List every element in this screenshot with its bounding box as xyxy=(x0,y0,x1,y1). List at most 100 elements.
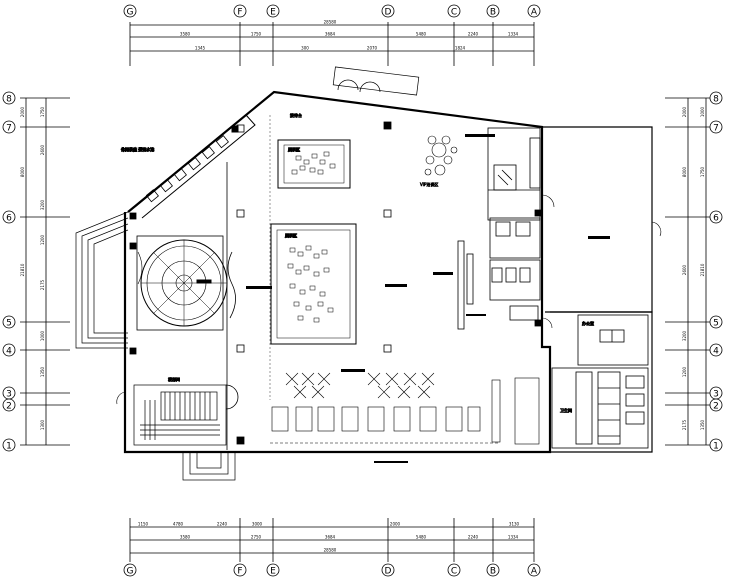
svg-text:2: 2 xyxy=(713,402,719,412)
bottom-axis-bubbles: G F E D C B A xyxy=(123,563,541,577)
svg-text:2750: 2750 xyxy=(251,535,262,540)
svg-text:1300: 1300 xyxy=(40,419,45,430)
svg-text:4780: 4780 xyxy=(173,522,184,527)
top-axis-bubbles: G F E D C B A xyxy=(123,4,541,18)
svg-text:C: C xyxy=(451,567,457,577)
svg-text:B: B xyxy=(490,567,496,577)
svg-text:8000: 8000 xyxy=(20,166,25,177)
svg-text:1750: 1750 xyxy=(700,166,705,177)
svg-text:1334: 1334 xyxy=(508,32,519,37)
svg-text:D: D xyxy=(385,567,392,577)
svg-text:2175: 2175 xyxy=(40,279,45,290)
axis-bubble-right-3: 3 xyxy=(709,386,723,400)
svg-text:2240: 2240 xyxy=(468,32,479,37)
svg-text:F: F xyxy=(237,567,242,577)
left-dimension-texts: 2000 8000 21810 1750 2600 3200 1200 2175… xyxy=(20,106,45,430)
svg-text:A: A xyxy=(531,567,538,577)
east-annex: 卫生间 办公室 xyxy=(551,314,649,449)
axis-bubble-left-6: 6 xyxy=(2,210,16,224)
svg-text:5480: 5480 xyxy=(416,32,427,37)
door-swings xyxy=(116,194,662,405)
svg-text:G: G xyxy=(127,8,134,18)
axis-bubble-top-G: G xyxy=(123,4,137,18)
left-dimension-system xyxy=(20,97,70,446)
west-terrace xyxy=(75,211,129,349)
svg-text:3684: 3684 xyxy=(325,32,336,37)
svg-text:卫生间: 卫生间 xyxy=(560,407,572,413)
svg-text:8000: 8000 xyxy=(682,166,687,177)
svg-text:1200: 1200 xyxy=(40,234,45,245)
svg-text:8: 8 xyxy=(6,95,12,105)
garden-label: 休闲茶座 景观水池 xyxy=(121,146,154,152)
svg-text:2175: 2175 xyxy=(682,419,687,430)
svg-text:1350: 1350 xyxy=(40,366,45,377)
axis-bubble-right-4: 4 xyxy=(709,343,723,357)
right-dimension-texts: 2000 8000 2600 3200 1200 2175 21810 1750… xyxy=(682,106,705,430)
diagonal-display-strip: 休闲茶座 景观水池 xyxy=(121,114,256,219)
svg-text:3000: 3000 xyxy=(252,522,263,527)
bottom-dimension-system xyxy=(129,518,535,562)
svg-text:1750: 1750 xyxy=(40,106,45,117)
axis-bubble-left-4: 4 xyxy=(2,343,16,357)
axis-bubble-right-6: 6 xyxy=(709,210,723,224)
svg-text:3580: 3580 xyxy=(180,535,191,540)
vip-lounge: VIP洽谈区 xyxy=(420,135,458,187)
svg-text:F: F xyxy=(237,8,242,18)
svg-text:1345: 1345 xyxy=(195,46,206,51)
axis-bubble-bottom-G: G xyxy=(123,563,137,577)
svg-text:2600: 2600 xyxy=(682,264,687,275)
svg-text:7: 7 xyxy=(713,124,719,134)
axis-bubble-left-5: 5 xyxy=(2,315,16,329)
svg-text:1824: 1824 xyxy=(455,46,466,51)
svg-text:3684: 3684 xyxy=(325,535,336,540)
axis-bubble-top-C: C xyxy=(447,4,461,18)
svg-text:1350: 1350 xyxy=(700,419,705,430)
svg-text:5: 5 xyxy=(6,319,12,329)
north-entry: 接待台 xyxy=(290,66,420,118)
svg-text:4: 4 xyxy=(6,347,12,357)
svg-text:3130: 3130 xyxy=(509,522,520,527)
svg-text:300: 300 xyxy=(301,46,309,51)
svg-text:展示区: 展示区 xyxy=(285,232,297,238)
west-staircase: 楼梯间 xyxy=(133,376,239,446)
svg-text:1334: 1334 xyxy=(508,535,519,540)
annotation-bars xyxy=(246,134,610,463)
svg-text:2: 2 xyxy=(6,402,12,412)
svg-text:21810: 21810 xyxy=(700,263,705,276)
exhibit-room-2: 展示区 xyxy=(270,223,357,345)
axis-bubble-top-E: E xyxy=(266,4,280,18)
axis-bubble-right-5: 5 xyxy=(709,315,723,329)
svg-text:2000: 2000 xyxy=(682,106,687,117)
svg-text:B: B xyxy=(490,8,496,18)
svg-text:E: E xyxy=(270,8,276,18)
svg-text:3200: 3200 xyxy=(682,330,687,341)
axis-bubble-bottom-A: A xyxy=(527,563,541,577)
axis-bubble-right-8: 8 xyxy=(709,91,723,105)
axis-bubble-left-7: 7 xyxy=(2,120,16,134)
axis-bubble-left-8: 8 xyxy=(2,91,16,105)
decorative-round-pattern xyxy=(136,235,236,331)
axis-bubble-bottom-F: F xyxy=(233,563,247,577)
svg-text:办公室: 办公室 xyxy=(582,320,594,326)
svg-text:5: 5 xyxy=(713,319,719,329)
svg-text:C: C xyxy=(451,8,457,18)
svg-text:1000: 1000 xyxy=(700,106,705,117)
axis-bubble-top-B: B xyxy=(486,4,500,18)
bottom-dimension-texts: 1150 4780 2240 3000 2000 3130 3580 2750 … xyxy=(138,522,520,553)
svg-text:8: 8 xyxy=(713,95,719,105)
axis-bubble-right-1: 1 xyxy=(709,438,723,452)
svg-text:6: 6 xyxy=(6,214,12,224)
stair-label: 楼梯间 xyxy=(168,376,180,382)
left-axis-bubbles: 8 7 6 5 4 3 2 1 xyxy=(2,91,16,452)
axis-bubble-left-2: 2 xyxy=(2,398,16,412)
svg-text:6: 6 xyxy=(713,214,719,224)
svg-text:A: A xyxy=(531,8,538,18)
x-table-group-left xyxy=(285,372,331,399)
axis-bubble-bottom-E: E xyxy=(266,563,280,577)
svg-text:D: D xyxy=(385,8,392,18)
svg-text:1000: 1000 xyxy=(40,330,45,341)
svg-text:3: 3 xyxy=(713,390,719,400)
svg-text:21810: 21810 xyxy=(20,263,25,276)
svg-text:5480: 5480 xyxy=(416,535,427,540)
